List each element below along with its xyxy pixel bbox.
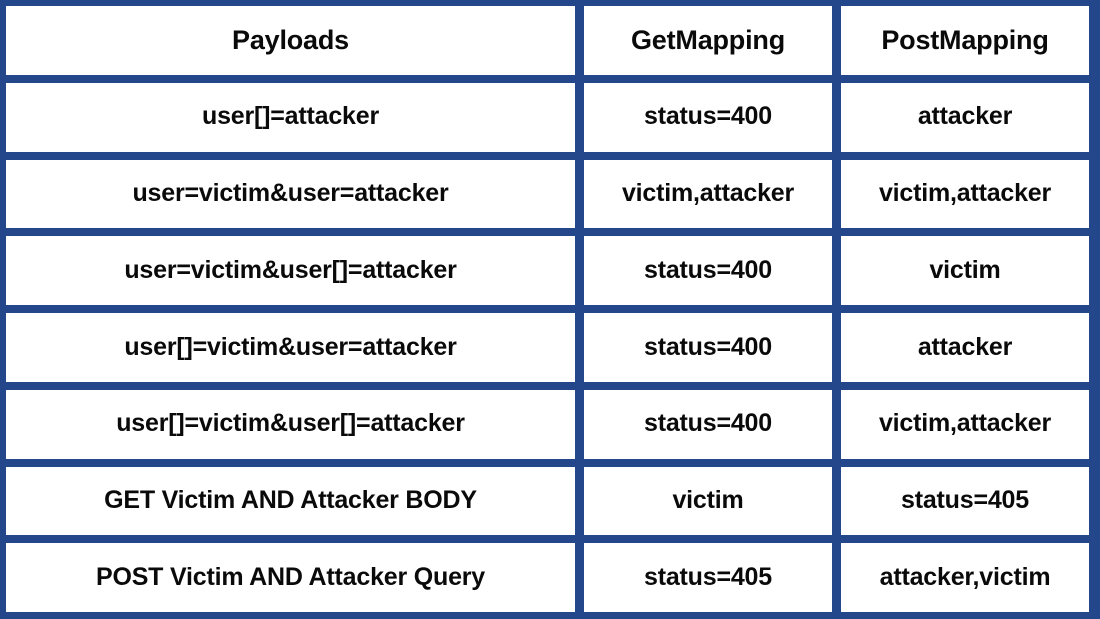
cell-payloads: user[]=victim&user[]=attacker [6,389,575,459]
cell-get-mapping: status=400 [584,236,832,305]
cell-post-mapping: victim,attacker [841,159,1089,229]
column-header-payloads: Payloads [6,6,575,75]
cell-get-mapping: status=400 [584,313,832,382]
cell-post-mapping-text: attacker [917,102,1013,131]
cell-payloads-text: user=victim&user=attacker [132,179,449,208]
table-row: user[]=victim&user[]=attacker status=400… [6,389,1092,459]
table-row: user[]=victim&user=attacker status=400 a… [6,313,1092,382]
cell-payloads-text: user=victim&user[]=attacker [124,255,457,284]
table-header-row: Payloads GetMapping PostMapping [6,6,1092,75]
cell-get-mapping: victim [584,466,832,536]
cell-post-mapping-text: status=405 [901,486,1029,515]
column-header-get-mapping-label: GetMapping [631,24,785,55]
cell-get-mapping-text: victim [672,486,744,515]
cell-post-mapping-text: attacker,victim [879,562,1051,591]
cell-get-mapping: status=405 [584,543,832,612]
cell-post-mapping-text: victim,attacker [878,409,1052,438]
cell-get-mapping: victim,attacker [584,159,832,229]
cell-get-mapping-text: victim,attacker [621,179,795,208]
cell-get-mapping-text: status=400 [644,102,772,131]
column-header-post-mapping-label: PostMapping [881,24,1049,55]
cell-get-mapping-text: status=400 [644,332,772,361]
cell-get-mapping: status=400 [584,389,832,459]
table-row: user=victim&user=attacker victim,attacke… [6,159,1092,229]
cell-payloads: user[]=attacker [6,82,575,152]
table-row: user[]=attacker status=400 attacker [6,82,1092,152]
column-header-post-mapping: PostMapping [841,6,1089,75]
cell-get-mapping-text: status=400 [644,409,772,438]
cell-payloads-text: user[]=victim&user[]=attacker [116,409,465,438]
table-row: GET Victim AND Attacker BODY victim stat… [6,466,1092,536]
cell-payloads: user=victim&user[]=attacker [6,236,575,305]
cell-post-mapping: attacker [841,82,1089,152]
cell-post-mapping: status=405 [841,466,1089,536]
cell-post-mapping: attacker,victim [841,543,1089,612]
cell-post-mapping-text: attacker [917,332,1013,361]
cell-get-mapping-text: status=400 [644,255,772,284]
cell-post-mapping-text: victim [929,255,1001,284]
cell-payloads-text: user[]=victim&user=attacker [124,332,457,361]
cell-payloads-text: user[]=attacker [202,102,379,131]
cell-get-mapping-text: status=405 [644,562,772,591]
cell-post-mapping: victim,attacker [841,389,1089,459]
cell-payloads-text: POST Victim AND Attacker Query [95,562,486,591]
cell-post-mapping: victim [841,236,1089,305]
cell-payloads: user=victim&user=attacker [6,159,575,229]
cell-payloads: user[]=victim&user=attacker [6,313,575,382]
cell-get-mapping: status=400 [584,82,832,152]
cell-post-mapping: attacker [841,313,1089,382]
table-row: user=victim&user[]=attacker status=400 v… [6,236,1092,305]
column-header-get-mapping: GetMapping [584,6,832,75]
column-header-payloads-label: Payloads [232,24,349,55]
table-row: POST Victim AND Attacker Query status=40… [6,543,1092,612]
cell-payloads-text: GET Victim AND Attacker BODY [104,486,477,515]
cell-payloads: GET Victim AND Attacker BODY [6,466,575,536]
cell-payloads: POST Victim AND Attacker Query [6,543,575,612]
cell-post-mapping-text: victim,attacker [878,179,1052,208]
